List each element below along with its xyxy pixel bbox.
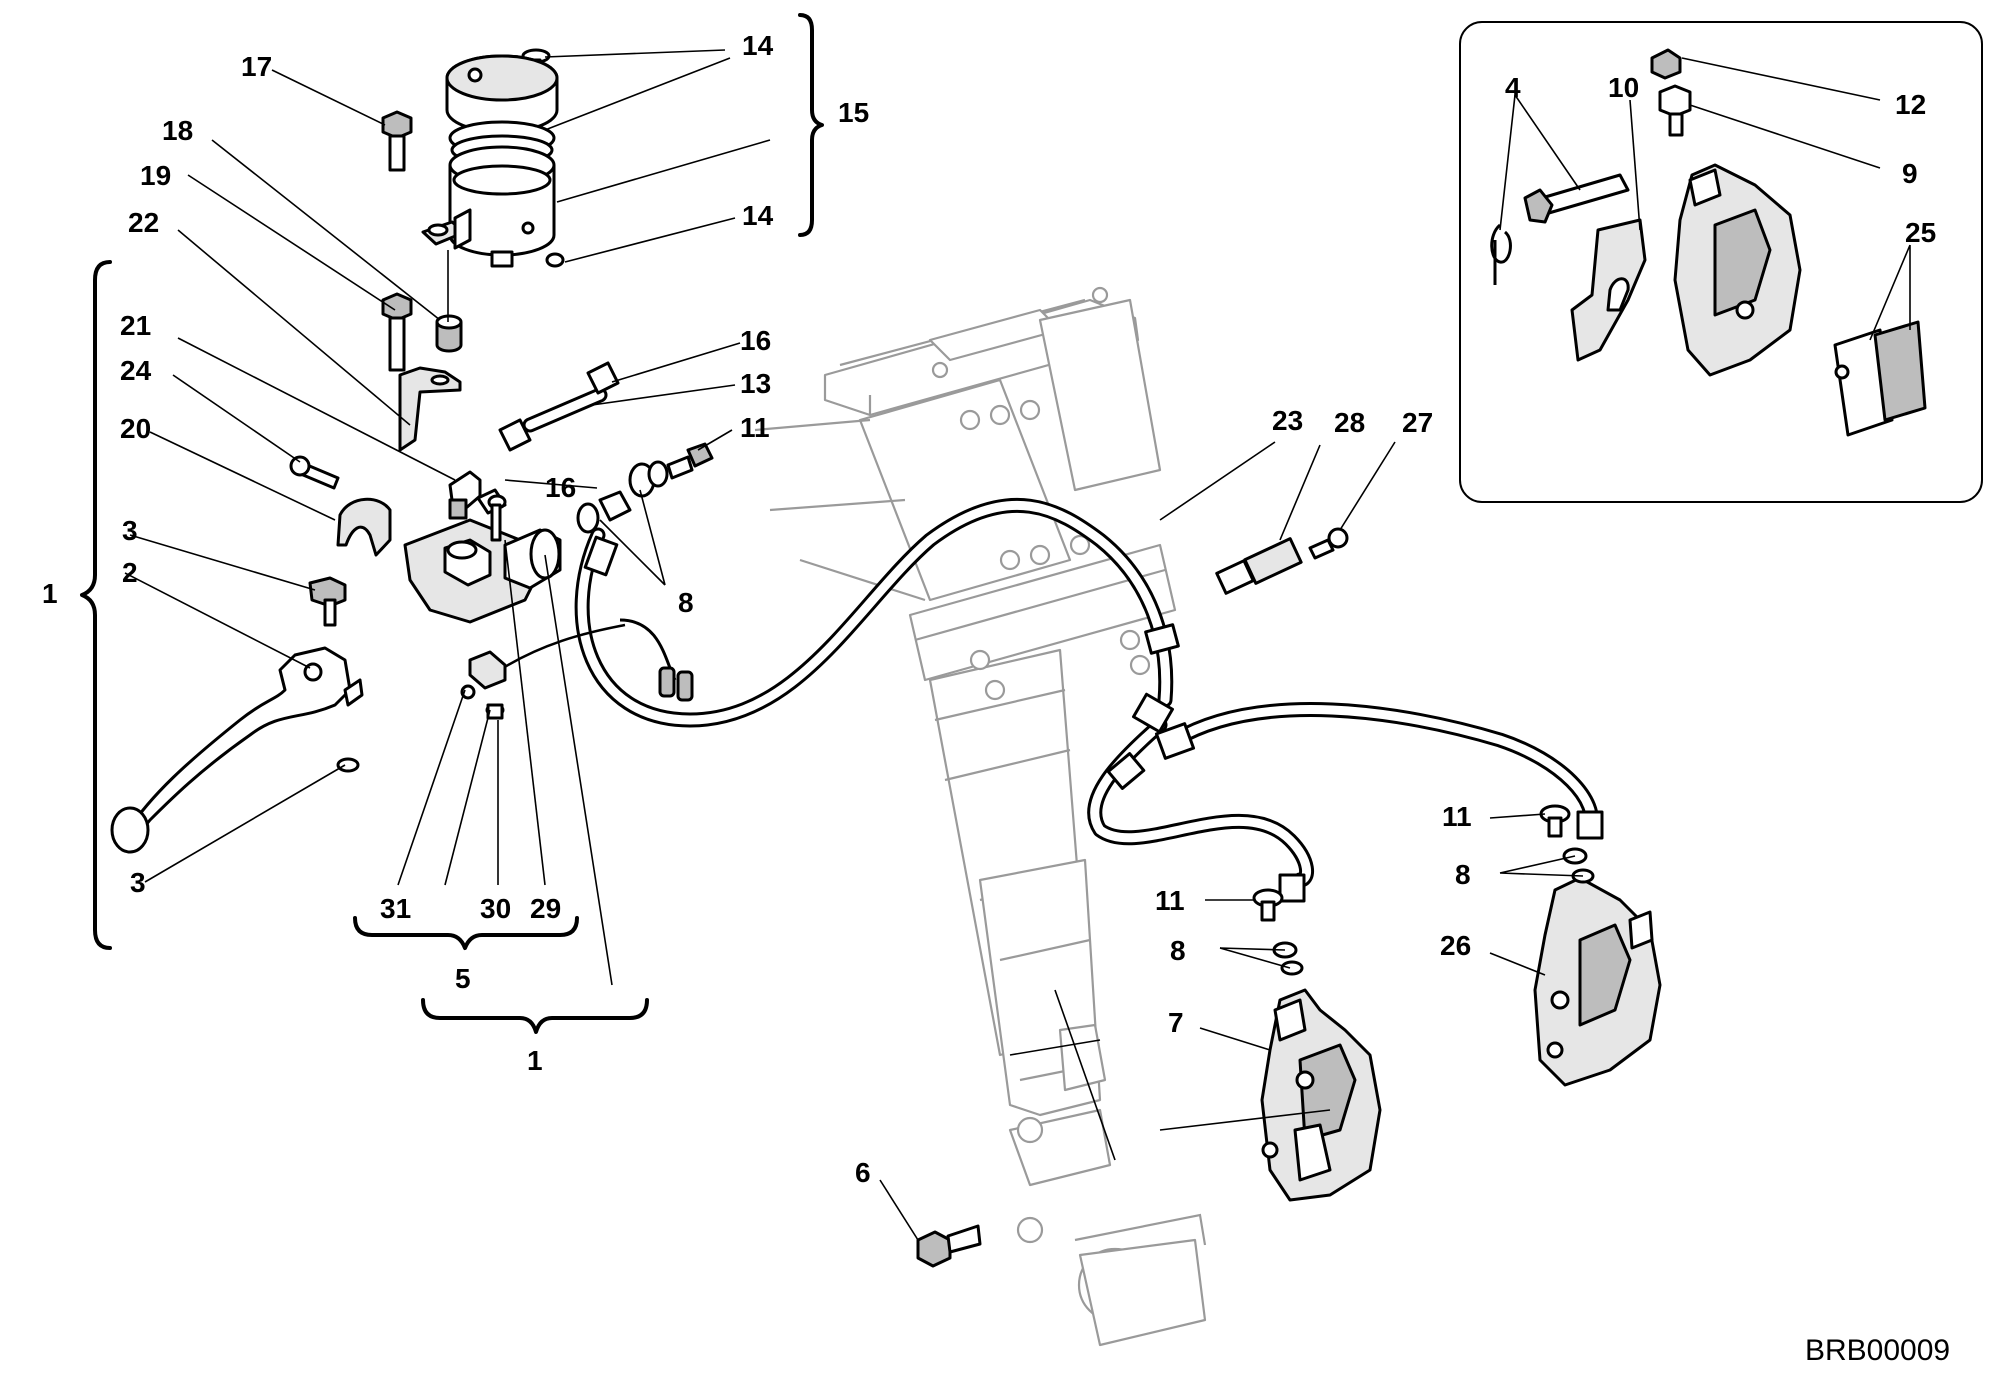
callout-23: 23 (1272, 405, 1303, 436)
callout-1-bottom: 1 (527, 1045, 543, 1076)
callout-3-bottom: 3 (130, 867, 146, 898)
callout-14-top: 14 (742, 30, 774, 61)
callout-21: 21 (120, 310, 151, 341)
callout-1-left: 1 (42, 578, 58, 609)
callout-11-right-caliper: 11 (1442, 801, 1472, 832)
callout-2: 2 (122, 557, 138, 588)
callout-19: 19 (140, 160, 171, 191)
callout-10: 10 (1608, 72, 1639, 103)
callout-27: 27 (1402, 407, 1433, 438)
callout-4: 4 (1505, 72, 1521, 103)
callout-29: 29 (530, 893, 561, 924)
brake-caliper-left-7 (1252, 888, 1382, 1202)
callout-22: 22 (128, 207, 159, 238)
caliper-mounting-bolt-6 (916, 1224, 982, 1268)
callout-20: 20 (120, 413, 151, 444)
brake-caliper-right-26 (1533, 804, 1662, 1087)
callout-5: 5 (455, 963, 471, 994)
callout-9: 9 (1902, 158, 1918, 189)
callout-14-bottom: 14 (742, 200, 774, 231)
callout-17: 17 (241, 51, 272, 82)
callout-13: 13 (740, 368, 771, 399)
drawing-code: BRB00009 (1805, 1334, 1950, 1367)
callout-16-top: 16 (740, 325, 771, 356)
callout-16-middle: 16 (545, 472, 576, 503)
caliper-detail-inset (1459, 21, 1983, 503)
callout-8-left-caliper: 8 (1170, 935, 1186, 966)
braces (80, 13, 824, 1034)
callout-labels: 17 18 19 22 21 24 20 3 2 1 3 14 15 14 16… (42, 30, 1950, 1367)
callout-18: 18 (162, 115, 193, 146)
callout-8-right-caliper: 8 (1455, 859, 1471, 890)
callout-11-top: 11 (740, 412, 770, 443)
callout-26: 26 (1440, 930, 1471, 961)
callout-24: 24 (120, 355, 152, 386)
front-master-cylinder (110, 442, 714, 854)
callout-6: 6 (855, 1157, 871, 1188)
callout-15: 15 (838, 97, 869, 128)
front-fork-outline (754, 286, 1207, 1347)
callout-28: 28 (1334, 407, 1365, 438)
callout-30: 30 (480, 893, 511, 924)
callout-7: 7 (1168, 1007, 1184, 1038)
brake-hoses (484, 497, 1604, 903)
callout-12: 12 (1895, 89, 1926, 120)
leader-lines (124, 49, 1911, 1241)
callout-3-top: 3 (122, 515, 138, 546)
callout-25: 25 (1905, 217, 1936, 248)
callout-11-left-caliper: 11 (1155, 885, 1185, 916)
brake-fluid-reservoir (381, 48, 620, 520)
callout-31: 31 (380, 893, 411, 924)
callout-8-top: 8 (678, 587, 694, 618)
